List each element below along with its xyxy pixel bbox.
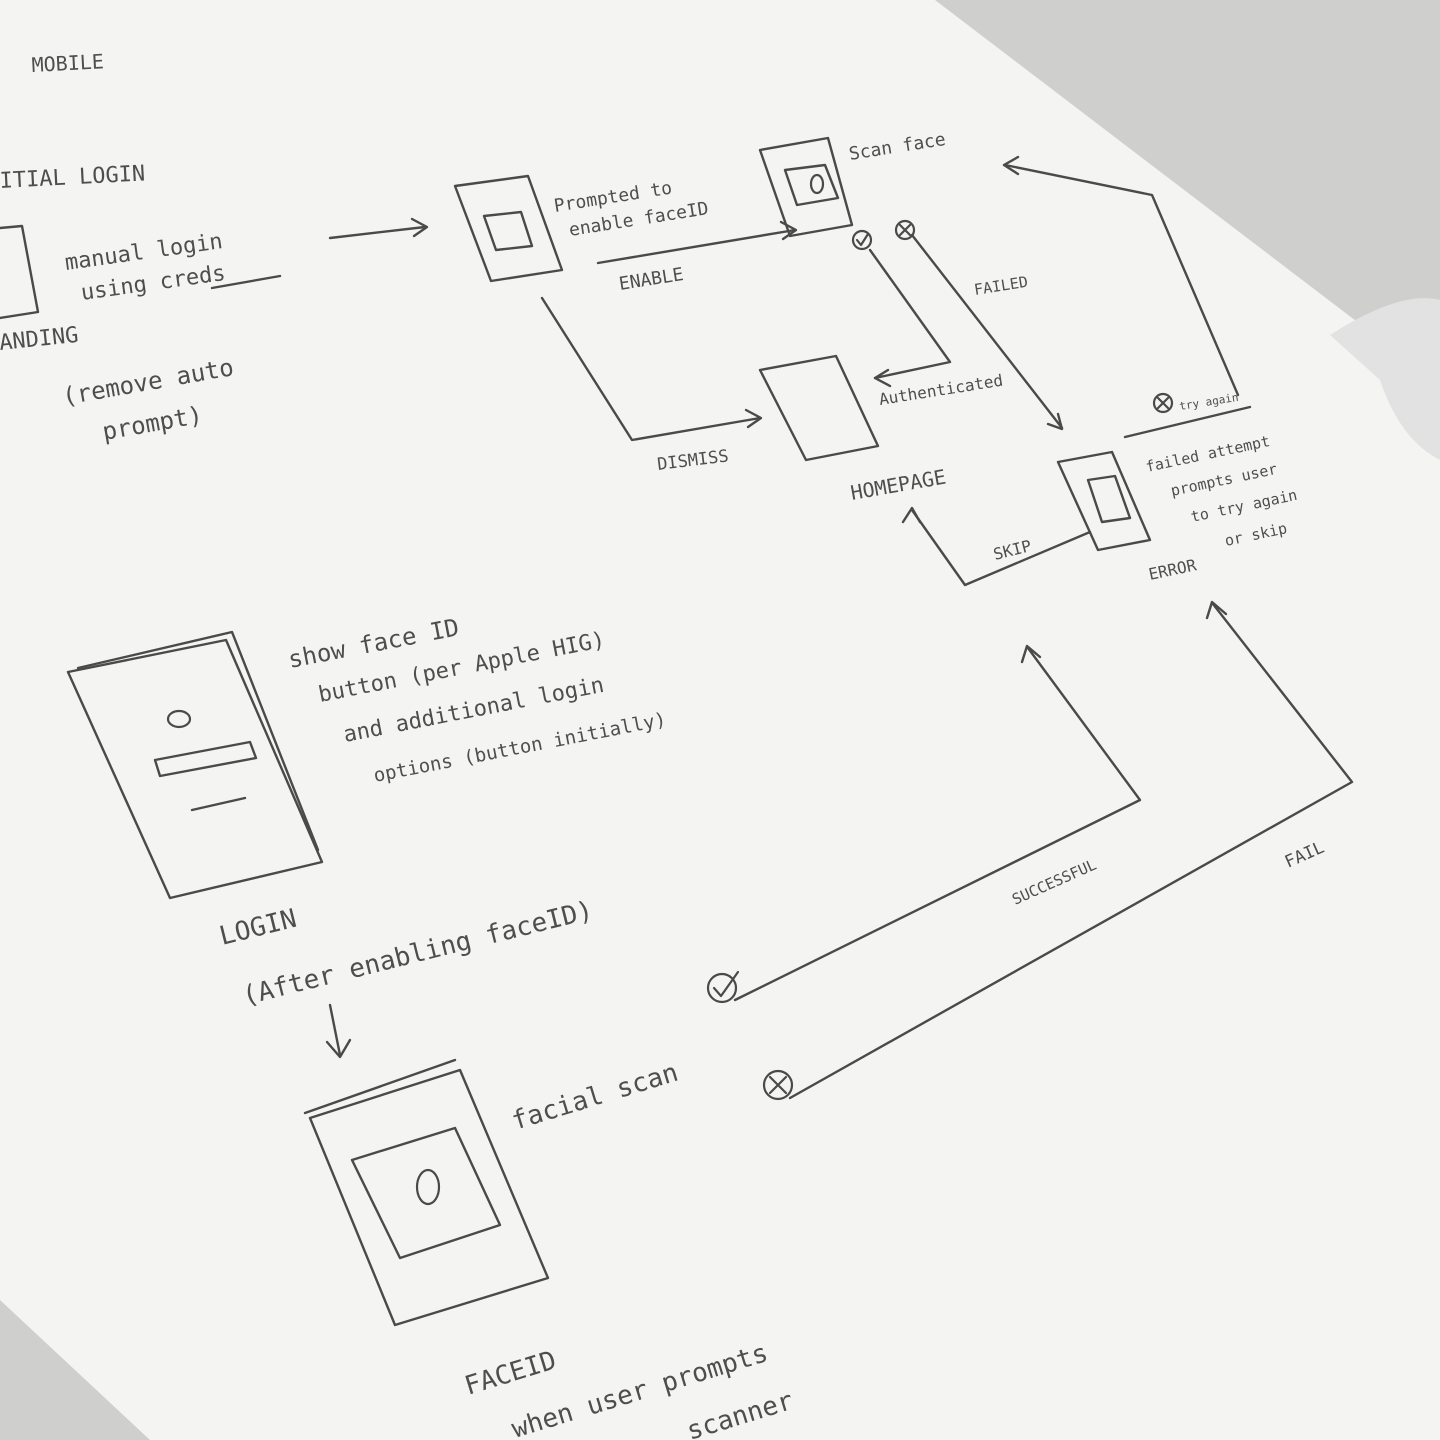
scan-phone-sketch xyxy=(758,136,854,238)
prompt-phone-screen xyxy=(482,210,534,252)
arrow-head xyxy=(873,368,892,388)
x-circle-icon xyxy=(894,219,916,241)
login-phone-sketch-outline xyxy=(76,630,320,852)
arrow-head xyxy=(410,217,429,238)
error-note-line xyxy=(1123,405,1252,439)
arrow-head xyxy=(744,408,763,429)
arrow-to-scan xyxy=(596,228,797,265)
check-circle-icon xyxy=(851,229,873,251)
arrow-dismiss xyxy=(540,296,762,442)
x-circle-icon xyxy=(1152,392,1174,414)
faceid-phone-outline xyxy=(303,1058,457,1115)
login-phone-sketch xyxy=(66,638,324,900)
face-oval-icon xyxy=(415,1168,441,1206)
arrow-head xyxy=(1046,412,1064,431)
error-phone-screen xyxy=(1086,474,1132,524)
face-oval-icon xyxy=(809,173,825,195)
page-title: MOBILE xyxy=(31,49,104,77)
arrow-successful xyxy=(733,646,1142,1002)
faceid-phone-screen xyxy=(350,1126,502,1260)
arrow-authenticated xyxy=(868,248,952,380)
error-phone-sketch xyxy=(1056,450,1152,552)
login-option-sketch xyxy=(190,796,247,812)
sketch-strokes xyxy=(0,136,1354,1327)
login-button-sketch xyxy=(153,740,258,778)
arrow-head xyxy=(325,1038,352,1059)
scan-phone-screen xyxy=(783,163,840,207)
arrow-skip xyxy=(910,508,1092,587)
arrow-head xyxy=(1020,644,1042,664)
landing-phone-sketch xyxy=(0,224,40,320)
faceid-phone-sketch xyxy=(308,1068,550,1327)
homepage-phone-sketch xyxy=(758,354,880,462)
face-oval-icon xyxy=(166,709,192,729)
arrow-to-faceid xyxy=(328,1003,342,1057)
arrow-failed xyxy=(910,233,1064,430)
arrow-to-prompt xyxy=(328,225,427,240)
arrow-fail xyxy=(788,602,1354,1100)
arrow-head xyxy=(1205,600,1228,620)
arrow-try-again xyxy=(1003,163,1240,397)
prompt-phone-sketch xyxy=(453,174,564,283)
check-circle-icon xyxy=(706,970,740,1004)
arrow-head xyxy=(1002,155,1020,176)
device-corner xyxy=(1330,298,1440,460)
x-circle-icon xyxy=(762,1069,794,1101)
arrow-head xyxy=(901,506,922,524)
icons xyxy=(166,173,1174,1206)
creds-underline xyxy=(210,274,282,290)
